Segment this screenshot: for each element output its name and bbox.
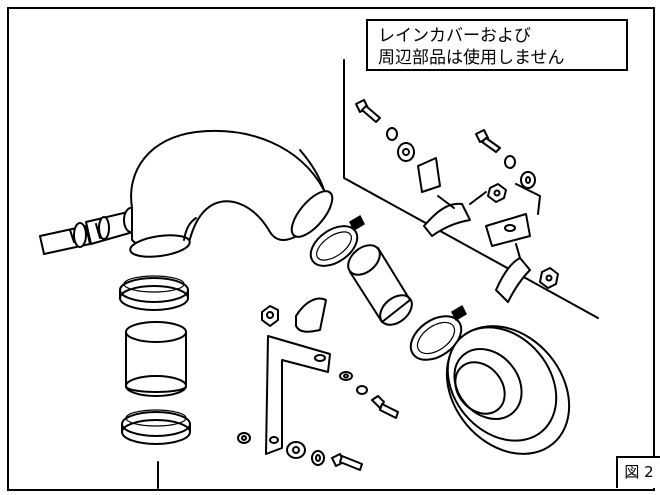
rain-cover-bracket bbox=[485, 213, 531, 303]
washer bbox=[286, 441, 306, 459]
silicone-coupler bbox=[125, 321, 187, 397]
washer bbox=[339, 371, 353, 381]
silicone-coupler bbox=[347, 244, 413, 326]
mounting-bracket bbox=[265, 297, 331, 455]
hose-clamp bbox=[119, 275, 189, 311]
washer bbox=[520, 171, 536, 189]
nut bbox=[487, 183, 507, 203]
washer bbox=[311, 450, 325, 466]
hose-clamp bbox=[121, 409, 191, 445]
hose-clamp bbox=[309, 214, 365, 267]
bolt bbox=[331, 453, 363, 471]
bolt bbox=[371, 395, 399, 419]
figure-label: 図 2 bbox=[616, 456, 660, 488]
bent-intake-pipe bbox=[129, 130, 334, 258]
diagram-frame bbox=[7, 7, 655, 491]
bolt bbox=[475, 129, 501, 153]
hose-clamp bbox=[409, 304, 467, 361]
nut bbox=[539, 267, 559, 289]
rain-cover-not-used-note: レインカバーおよび 周辺部品は使用しません bbox=[366, 19, 628, 71]
washer bbox=[386, 127, 398, 141]
washer bbox=[356, 385, 368, 395]
washer bbox=[504, 155, 516, 169]
washer bbox=[237, 432, 251, 444]
air-filter bbox=[445, 325, 571, 455]
leader-line bbox=[469, 183, 541, 215]
breather-hose bbox=[39, 207, 139, 255]
note-line-2: 周辺部品は使用しません bbox=[378, 48, 565, 68]
bolt bbox=[355, 99, 381, 123]
nut bbox=[261, 305, 279, 327]
rain-cover-bracket bbox=[417, 157, 471, 237]
note-line-1: レインカバーおよび bbox=[378, 26, 531, 46]
washer bbox=[397, 142, 415, 162]
